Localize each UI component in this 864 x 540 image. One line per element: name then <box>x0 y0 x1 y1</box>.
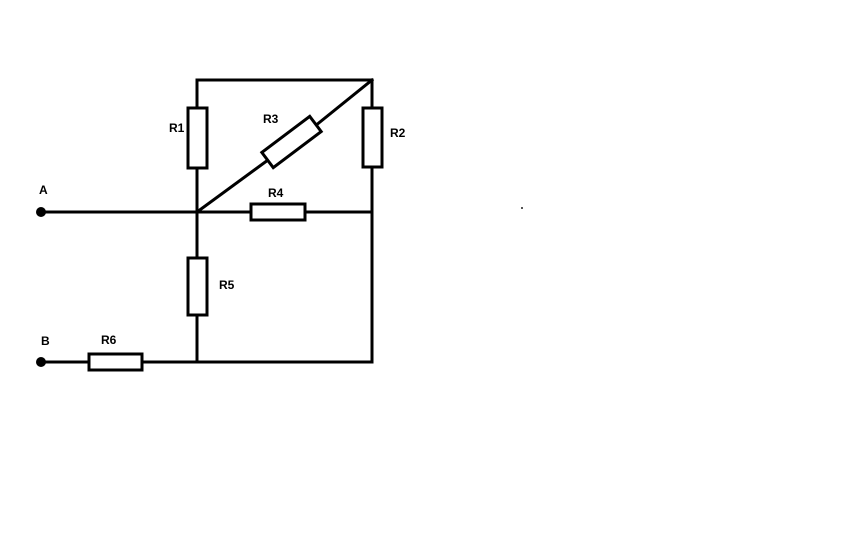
terminal-a-label: A <box>39 183 48 197</box>
r2-label: R2 <box>390 126 406 140</box>
terminals <box>36 207 46 367</box>
labels: A B R1 R2 R3 R4 R5 R6 <box>39 112 406 348</box>
resistor-r2 <box>361 106 384 169</box>
r4-label: R4 <box>268 186 284 200</box>
r5-label: R5 <box>219 278 235 292</box>
terminal-b-label: B <box>41 334 50 348</box>
resistor-r5 <box>186 256 209 317</box>
resistor-r4 <box>249 202 307 222</box>
resistor-r6 <box>87 352 144 372</box>
r1-label: R1 <box>169 121 185 135</box>
r3-label: R3 <box>263 112 279 126</box>
r6-label: R6 <box>101 333 117 347</box>
wire-diagonal-lower <box>194 157 271 215</box>
terminal-a-dot <box>36 207 46 217</box>
terminal-b-dot <box>36 357 46 367</box>
resistor-r3 <box>259 114 324 170</box>
resistors <box>87 106 384 372</box>
stray-dot <box>521 207 523 209</box>
resistor-r1 <box>186 106 209 170</box>
wires <box>39 77 375 364</box>
wire-diagonal-upper <box>312 77 375 129</box>
